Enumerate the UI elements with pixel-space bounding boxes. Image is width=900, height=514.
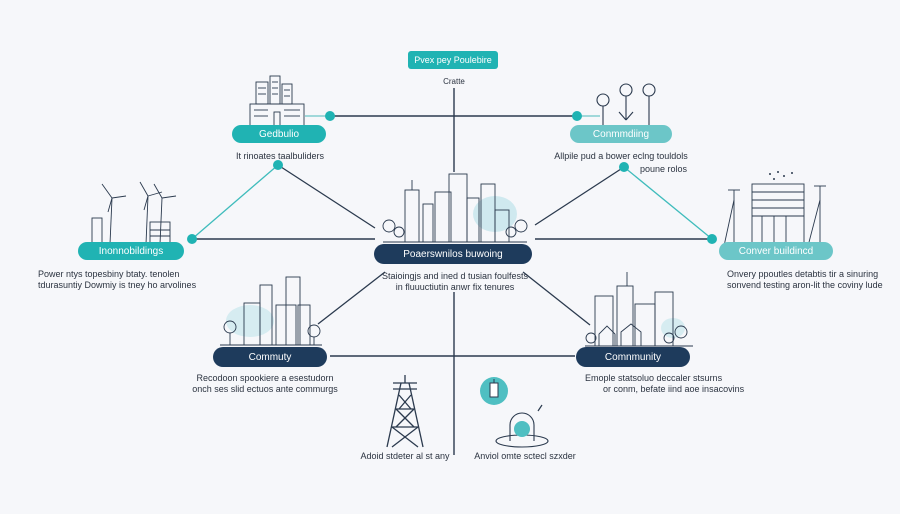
- desc-line: Recodoon spookiere a esestudorn: [196, 373, 334, 383]
- node-desc-bottom-left: Adoid stdeter al st any: [340, 451, 470, 462]
- desc-line: in fluuuctiutin anwr fix tenures: [395, 282, 515, 292]
- desc-line: or conm, befate iind aoe insacovins: [603, 384, 745, 394]
- junction-dot[interactable]: [707, 234, 717, 244]
- desc-line: Staioingjs and ined d tusian foulfests: [381, 271, 529, 281]
- node-desc-mid-left: Power ntys topesbiny btaty. tenolen tdur…: [38, 269, 196, 291]
- edge-topleft-center: [277, 164, 376, 229]
- edge-center-lowleft: [317, 271, 386, 325]
- junction-dot[interactable]: [273, 160, 283, 170]
- node-desc-low-left: Recodoon spookiere a esestudorn onch ses…: [190, 373, 340, 395]
- smart-device-icon: [480, 377, 549, 448]
- node-label-low-left[interactable]: Commuty: [213, 347, 327, 367]
- desc-line: It rinoates taalbuliders: [235, 151, 325, 161]
- node-label-top-right[interactable]: Conmmdiing: [570, 125, 672, 143]
- node-desc-top-right-extra: poune rolos: [640, 164, 688, 174]
- junction-dot[interactable]: [325, 111, 335, 121]
- node-label-mid-left[interactable]: Inonnobildings: [78, 242, 184, 260]
- node-desc-mid-right: Onvery ppoutles detabtis tir a sinuring …: [727, 269, 883, 291]
- node-label-center[interactable]: Poaerswnilos buwoing: [374, 244, 532, 264]
- junction-dot[interactable]: [572, 111, 582, 121]
- city-skyline-icon: [382, 173, 528, 243]
- edge-topleft-midleft: [191, 164, 279, 240]
- community-houses-icon: [585, 272, 693, 347]
- header-sublabel: Cratte: [443, 77, 465, 86]
- node-desc-center: Staioingjs and ined d tusian foulfests i…: [370, 271, 540, 293]
- desc-line: tdurasuntiy Dowmiy is tney ho arvolines: [38, 280, 197, 290]
- desc-line: Adoid stdeter al st any: [360, 451, 450, 461]
- node-label-top-left[interactable]: Gedbulio: [232, 125, 326, 143]
- desc-line: Emople statsoluo deccaler stsurns: [585, 373, 723, 383]
- node-desc-low-right: Emople statsoluo deccaler stsurns or con…: [585, 373, 744, 395]
- header-label[interactable]: Pvex pey Poulebire: [408, 51, 498, 69]
- transmission-tower-icon: [386, 375, 424, 448]
- data-center-building-icon: [723, 171, 826, 247]
- node-label-low-right[interactable]: Comnmunity: [576, 347, 690, 367]
- junction-dot[interactable]: [619, 162, 629, 172]
- edge-topright-center: [534, 166, 625, 226]
- desc-line: Power ntys topesbiny btaty. tenolen: [38, 269, 180, 279]
- desc-line: Anviol omte sctecl szxder: [474, 451, 576, 461]
- node-desc-top-right: Allpile pud a bower eclng touldols: [546, 151, 696, 162]
- community-buildings-icon: [220, 276, 322, 346]
- node-desc-top-left: It rinoates taalbuliders: [210, 151, 350, 162]
- desc-line: Allpile pud a bower eclng touldols: [554, 151, 688, 161]
- desc-line: sonvend testing aron-lit the coviny lude: [727, 280, 883, 290]
- office-buildings-icon: [249, 75, 305, 127]
- desc-line: Onvery ppoutles detabtis tir a sinuring: [727, 269, 879, 279]
- edge-topright-midright: [623, 166, 713, 240]
- sensor-pins-icon: [596, 83, 656, 130]
- wind-turbines-icon: [91, 181, 177, 245]
- desc-line: onch ses slid ectuos ante commurgs: [192, 384, 338, 394]
- node-desc-bottom-right: Anviol omte sctecl szxder: [460, 451, 590, 462]
- edge-center-lowright: [522, 271, 591, 326]
- node-label-mid-right[interactable]: Conver buildincd: [719, 242, 833, 260]
- junction-dot[interactable]: [187, 234, 197, 244]
